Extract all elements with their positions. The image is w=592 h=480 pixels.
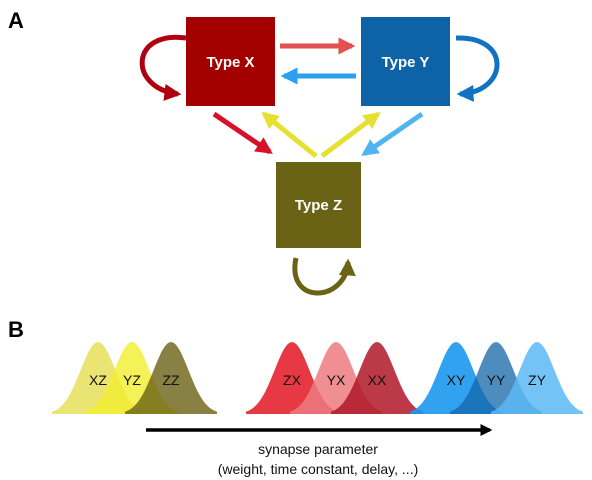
distribution-zz [125,342,217,414]
connection-arrows [139,34,500,296]
node-type-z: Type Z [276,162,361,248]
distribution-zy [491,342,583,414]
distribution-label-zz: ZZ [162,372,180,388]
distribution-label-yz: YZ [123,372,141,388]
node-type-z-label: Type Z [295,197,342,214]
arrow-z-to-y [320,111,381,158]
node-type-y-label: Type Y [382,54,430,71]
distribution-label-xy: XY [447,372,466,388]
axis-label-line1: synapse parameter [258,441,378,457]
distribution-labels: XZ YZ ZZ ZX YX XX XY YY ZY [89,372,547,388]
arrow-y-to-z [361,111,424,157]
panel-a-letter: A [8,8,24,33]
axis-label-line2: (weight, time constant, delay, ...) [218,461,419,477]
distribution-label-xx: XX [368,372,387,388]
distribution-label-yx: YX [327,372,346,388]
panel-b-letter: B [8,317,24,342]
parameter-distributions [52,342,583,414]
distribution-label-zx: ZX [283,372,302,388]
arrow-z-to-z [292,257,356,296]
node-type-y-box [361,17,450,106]
distribution-xx [331,342,423,414]
arrow-x-to-z [212,111,273,155]
distribution-label-yy: YY [487,372,506,388]
node-type-z-box [276,162,361,248]
node-type-x: Type X [186,17,275,106]
arrow-y-to-y [455,35,500,102]
node-type-x-box [186,17,275,106]
distribution-label-zy: ZY [528,372,547,388]
arrow-x-to-x [139,34,187,101]
arrow-z-to-x [261,111,318,158]
node-type-y: Type Y [361,17,450,106]
node-type-x-label: Type X [206,54,254,71]
distribution-label-xz: XZ [89,372,107,388]
